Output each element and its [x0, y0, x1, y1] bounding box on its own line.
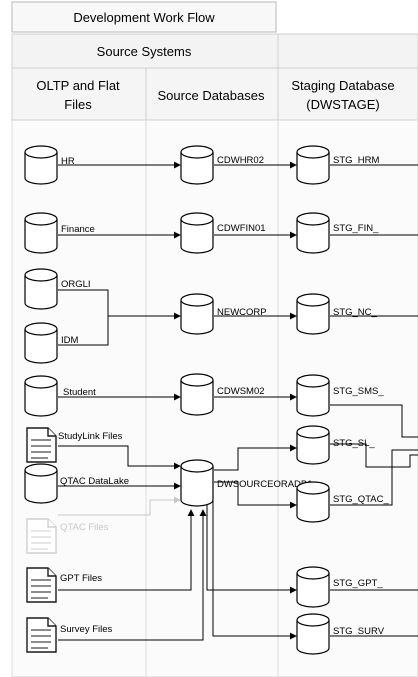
db-dwsourceoradb1: [180, 459, 214, 507]
document-icon-qtac-files: [26, 518, 57, 554]
label-cdwhr02: CDWHR02: [217, 155, 264, 166]
column-title-oltp-2: Files: [64, 97, 92, 112]
label-idm: IDM: [61, 335, 79, 346]
source-student: [24, 375, 58, 417]
label-orgli: ORGLI: [61, 279, 91, 290]
source-db-column-header: [145, 67, 279, 121]
label-stg-hrm: STG_HRM_: [333, 155, 385, 166]
document-icon-studylink: [26, 427, 57, 463]
label-studylink: StudyLink Files: [58, 431, 123, 442]
label-stg-surv: STG_SURV_: [333, 626, 390, 637]
label-stg-fin: STG_FIN_: [333, 223, 379, 234]
label-dwsourceoradb1: DWSOURCEORADB1: [217, 479, 313, 490]
source-finance: [24, 212, 58, 254]
stg-fin: [296, 212, 330, 254]
column-title-staging-2: (DWSTAGE): [306, 97, 379, 112]
stg-nc: [296, 293, 330, 335]
label-stg-sms: STG_SMS_: [333, 386, 384, 397]
stg-surv: [296, 613, 330, 655]
label-hr: HR: [61, 156, 75, 167]
column-title-staging-1: Staging Database: [291, 78, 394, 93]
db-cdwhr02: [180, 145, 214, 185]
swimlane-area: [11, 33, 418, 677]
source-idm: [24, 322, 58, 364]
label-qtac-datalake: QTAC DataLake: [60, 476, 129, 487]
stg-sl: [296, 425, 330, 465]
db-cdwfin01: [180, 212, 214, 254]
label-stg-sl: STG_SL_: [333, 438, 375, 449]
staging-column-header: [277, 67, 418, 121]
column-title-source-db: Source Databases: [158, 88, 265, 103]
stg-gpt: [296, 566, 330, 608]
page-title: Development Work Flow: [73, 10, 215, 25]
label-qtac-files: QTAC Files: [60, 522, 109, 533]
column-title-oltp-1: OLTP and Flat: [36, 78, 120, 93]
source-orgli: [24, 268, 58, 310]
label-newcorp: NEWCORP: [217, 307, 267, 318]
stg-hrm: [296, 145, 330, 185]
db-newcorp: [180, 293, 214, 335]
document-icon-survey: [26, 617, 57, 653]
title-box: [11, 1, 277, 33]
stg-sms: [296, 374, 330, 417]
document-icon-gpt: [26, 567, 57, 603]
label-stg-qtac: STG_QTAC_: [333, 494, 389, 505]
connectors: [58, 161, 418, 641]
label-survey: Survey Files: [60, 624, 113, 635]
section-title: Source Systems: [97, 44, 192, 59]
label-stg-gpt: STG_GPT_: [333, 578, 383, 589]
oltp-column-header: [11, 67, 147, 121]
label-cdwsm02: CDWSM02: [217, 386, 265, 397]
label-student: Student: [63, 387, 96, 398]
label-cdwfin01: CDWFIN01: [217, 223, 266, 234]
db-cdwsm02: [180, 373, 214, 416]
label-gpt: GPT Files: [60, 573, 102, 584]
stg-qtac: [296, 481, 330, 523]
source-hr: [24, 145, 58, 185]
source-qtac-datalake: [24, 463, 58, 504]
label-finance: Finance: [61, 224, 95, 235]
label-stg-nc: STG_NC_: [333, 307, 378, 318]
